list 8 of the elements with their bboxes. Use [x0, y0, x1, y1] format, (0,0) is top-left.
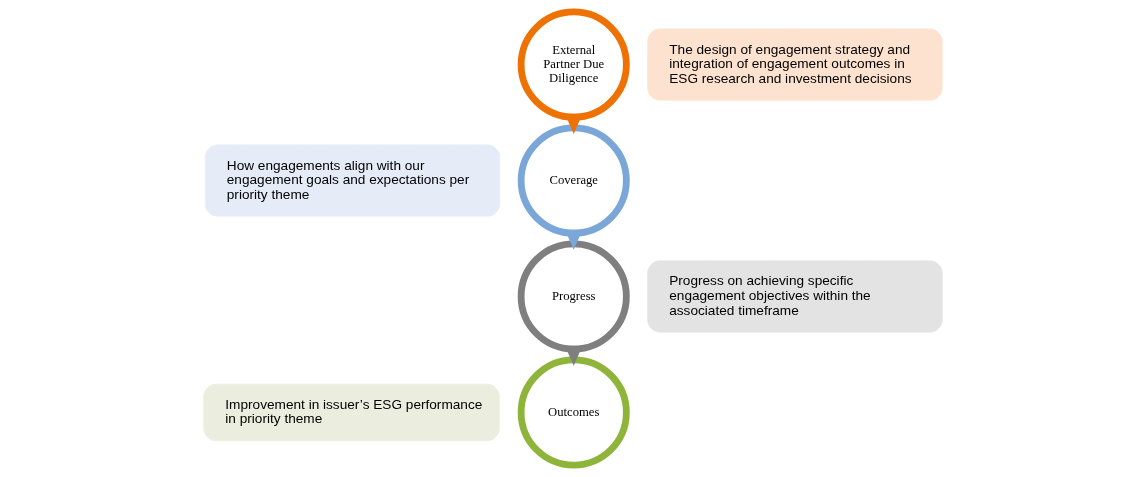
arrow: [564, 345, 583, 366]
arrow: [564, 229, 583, 250]
node-box: Progress on achieving specific engagement objectives within the associated timeframe: [646, 260, 943, 333]
arrow: [564, 113, 583, 134]
node-circle: Outcomes: [517, 356, 630, 469]
node-box: Improvement in issuer’s ESG performance in priority theme: [202, 383, 500, 442]
node-box: The design of engagement strategy and integration of engagement outcomes in ESG research and investment decisions: [646, 28, 943, 101]
node-box: How engagements align with our engagement goals and expectations per priority theme: [204, 144, 500, 217]
